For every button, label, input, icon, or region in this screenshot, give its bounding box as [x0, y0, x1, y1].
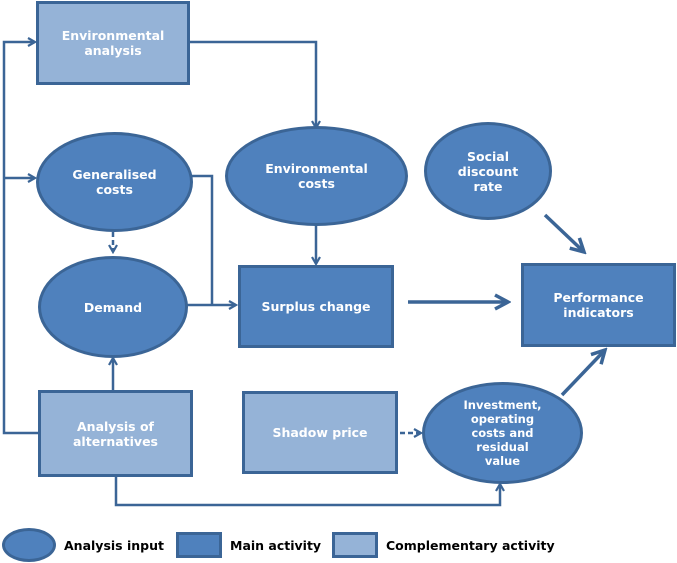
node-social-discount-rate: Social discount rate [424, 122, 552, 220]
node-performance-indicators: Performance indicators [521, 263, 676, 347]
connector-alternatives-to-investment [114, 477, 500, 507]
connector-alternatives-to-left-bus [2, 42, 38, 435]
legend-label-main-activity: Main activity [230, 537, 322, 553]
connector-investment-to-performance [560, 350, 605, 397]
node-surplus-change: Surplus change [238, 265, 394, 348]
legend-swatch-complementary [332, 532, 378, 558]
node-generalised-costs: Generalised costs [36, 132, 193, 232]
node-demand: Demand [38, 256, 188, 358]
legend-swatch-main [176, 532, 222, 558]
node-environmental-analysis: Environmental analysis [36, 1, 190, 85]
legend-analysis-input: Analysis input [2, 528, 164, 562]
node-environmental-costs: Environmental costs [225, 126, 408, 226]
connector-env-analysis-to-env-costs [190, 40, 316, 128]
legend-main-activity: Main activity [176, 532, 321, 558]
node-investment-costs: Investment, operating costs and residual… [422, 382, 583, 484]
node-shadow-price: Shadow price [242, 391, 398, 474]
connector-generalised-to-surplus [192, 174, 214, 305]
node-analysis-of-alternatives: Analysis of alternatives [38, 390, 193, 477]
legend-swatch-oval [2, 528, 56, 562]
connector-social-discount-to-performance [543, 213, 584, 252]
legend-label-complementary-activity: Complementary activity [386, 537, 555, 553]
legend-complementary-activity: Complementary activity [332, 532, 555, 558]
legend-label-analysis-input: Analysis input [64, 537, 164, 553]
